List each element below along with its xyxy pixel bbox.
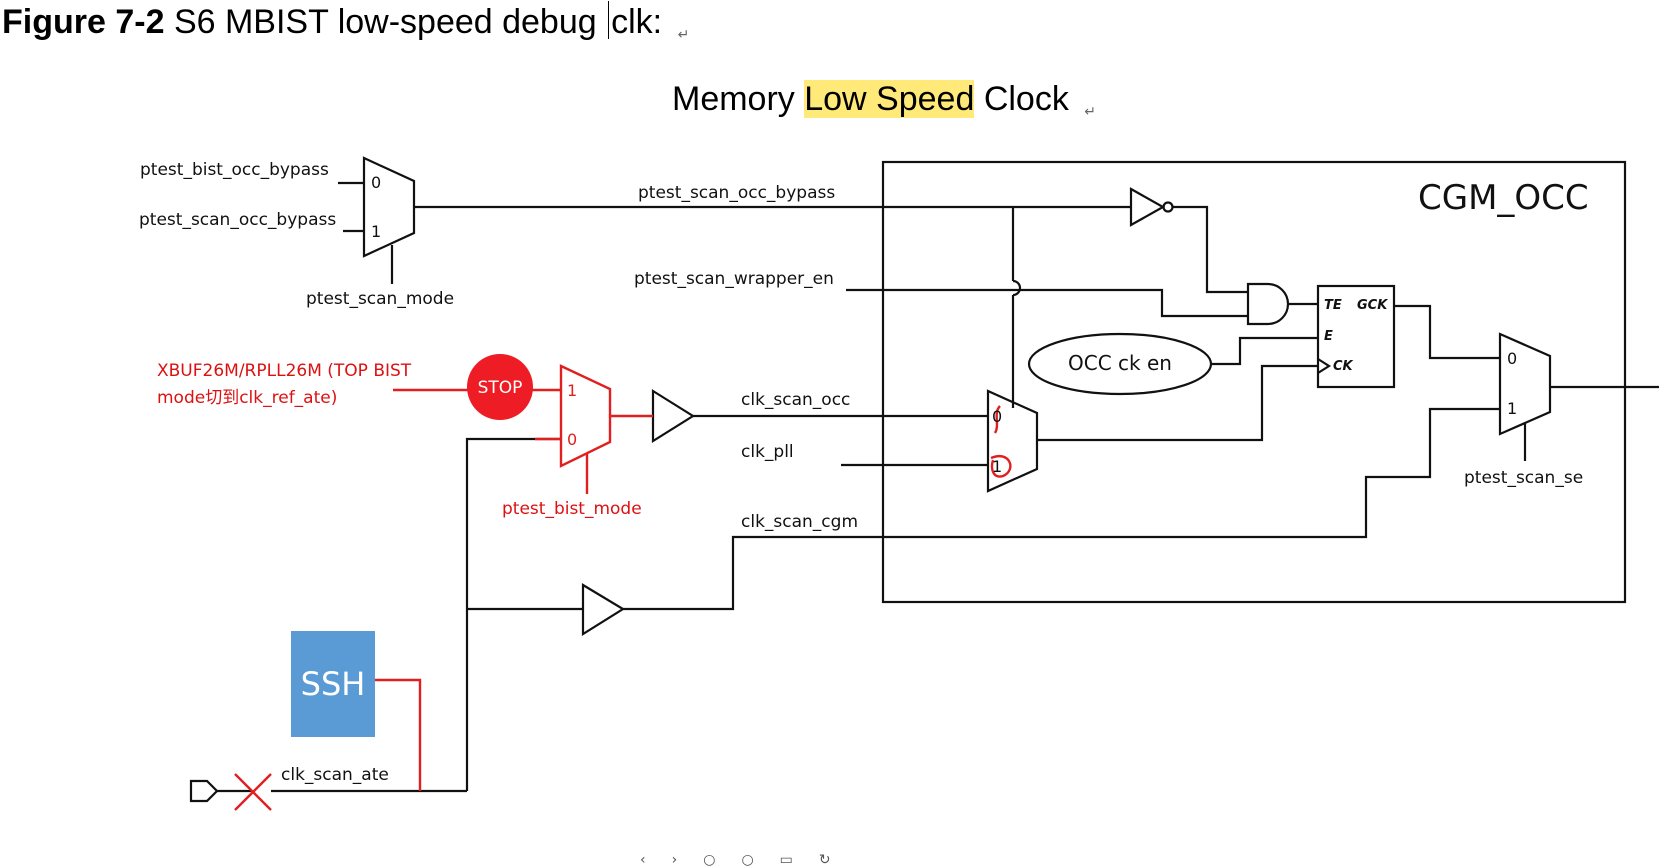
wire-ate-trunk (465, 437, 561, 791)
scribble-mark-1 (990, 455, 1012, 478)
bist-mode-mux (559, 364, 612, 468)
pin-te: TE (1324, 298, 1342, 313)
occ-mux (986, 389, 1039, 493)
and-gate (1246, 282, 1290, 326)
figure-title-text-end: clk: (611, 3, 663, 41)
pin-bypass-mux-1: 1 (371, 222, 381, 241)
toolbar-icon[interactable]: › (671, 852, 678, 866)
pin-output-mux-0: 0 (1507, 349, 1517, 368)
stop-label: STOP (478, 378, 523, 398)
inverter-bubble (1162, 201, 1174, 213)
text-cursor (608, 1, 610, 39)
pin-bist-mux-1: 1 (567, 381, 577, 400)
pin-occ-mux-0: 0 (992, 407, 1002, 426)
figure-number: Figure 7-2 (2, 3, 165, 41)
wire-occ-en-to-e (1211, 336, 1318, 366)
diagram-title-prefix: Memory (672, 80, 805, 118)
wire-scan-wrapper-en (846, 288, 1248, 318)
wire-mux-to-ck (1037, 364, 1318, 442)
paragraph-mark-icon: ↵ (677, 27, 690, 43)
label-clk-pll: clk_pll (741, 442, 794, 462)
wire-gck-to-mux (1394, 304, 1500, 360)
output-mux (1498, 332, 1552, 436)
buffer-scan-occ (651, 389, 696, 443)
bottom-toolbar-clipped: ‹ › ○ ○ ▭ ↻ (640, 852, 980, 866)
pin-gck: GCK (1357, 298, 1388, 313)
wire-crossover (1012, 279, 1022, 297)
pin-bist-mux-0: 0 (567, 430, 577, 449)
toolbar-icon[interactable]: ○ (703, 852, 716, 866)
occ-ck-en-label: OCC ck en (1068, 351, 1172, 375)
wire-ssh-to-ate (374, 678, 422, 791)
input-port (189, 779, 219, 803)
label-ptest-scan-occ-bypass-in: ptest_scan_occ_bypass (139, 210, 336, 230)
pin-e: E (1324, 329, 1333, 344)
label-clk-scan-cgm: clk_scan_cgm (741, 512, 858, 532)
ssh-block (291, 631, 375, 737)
label-ptest-bist-mode: ptest_bist_mode (502, 499, 642, 519)
scribble-mark-0 (993, 405, 1001, 434)
label-ptest-bist-occ-bypass: ptest_bist_occ_bypass (140, 160, 329, 180)
label-xbuf-line2: mode切到clk_ref_ate) (157, 388, 337, 408)
stop-sign-icon (467, 354, 533, 420)
pin-output-mux-1: 1 (1507, 399, 1517, 418)
ck-pin-marker (1317, 358, 1332, 374)
paragraph-mark-icon: ↵ (1084, 104, 1097, 120)
toolbar-icon[interactable]: ‹ (640, 852, 646, 866)
label-ptest-scan-occ-bypass: ptest_scan_occ_bypass (638, 183, 835, 203)
label-xbuf-line1: XBUF26M/RPLL26M (TOP BIST (157, 361, 412, 381)
label-clk-scan-occ: clk_scan_occ (741, 390, 850, 410)
wire-inverter-to-and (1173, 205, 1248, 294)
label-ptest-scan-se: ptest_scan_se (1464, 468, 1583, 488)
cgm-occ-label: CGM_OCC (1418, 178, 1589, 218)
cgm-occ-block (881, 160, 1627, 604)
pin-bypass-mux-0: 0 (371, 173, 381, 192)
clock-gate-cell (1316, 284, 1396, 389)
diagram-title-suffix: Clock (974, 80, 1069, 118)
figure-caption: Figure 7-2 S6 MBIST low-speed debug clk:… (2, 0, 689, 44)
label-ptest-scan-wrapper-en: ptest_scan_wrapper_en (634, 269, 834, 289)
toolbar-icon[interactable]: ↻ (818, 852, 831, 866)
buffer-scan-cgm (581, 583, 626, 636)
label-ptest-scan-mode: ptest_scan_mode (306, 289, 454, 309)
ssh-label: SSH (301, 665, 366, 703)
inverter-gate (1129, 187, 1166, 227)
wire-clk-scan-cgm (623, 407, 1500, 611)
toolbar-icon[interactable]: ▭ (779, 852, 793, 866)
pin-occ-mux-1: 1 (992, 457, 1002, 476)
toolbar-icon[interactable]: ○ (741, 852, 754, 866)
bypass-mux (362, 156, 416, 258)
diagram-title-highlight: Low Speed (804, 80, 975, 118)
cross-mark-b (234, 773, 272, 811)
diagram-title: Memory Low Speed Clock ↵ (672, 76, 1096, 122)
label-clk-scan-ate: clk_scan_ate (281, 765, 389, 785)
figure-title-text: S6 MBIST low-speed debug (173, 3, 607, 41)
pin-ck: CK (1333, 359, 1354, 374)
